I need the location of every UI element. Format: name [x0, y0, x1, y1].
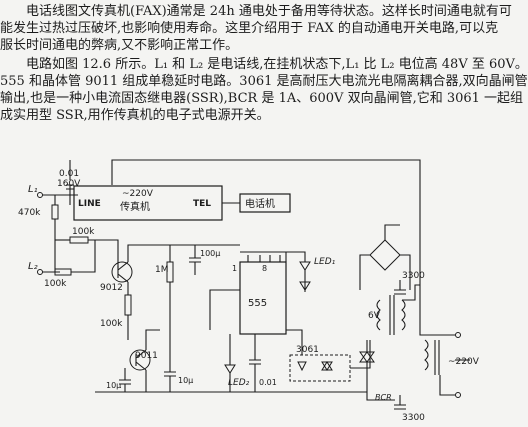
wire [88, 239, 119, 268]
label-pin-1: 1 [232, 264, 237, 273]
output-terminal-b [455, 392, 461, 398]
resistor-100k-base [69, 236, 89, 244]
wire [439, 375, 455, 396]
opto-3061 [289, 354, 351, 382]
wire [366, 340, 395, 401]
label-v-220v: ~220V [448, 357, 480, 367]
label-r-470k: 470k [18, 208, 41, 218]
led1-diode [299, 261, 311, 271]
label-l1: L₁ [28, 184, 38, 195]
label-telephone: 电话机 [245, 197, 275, 210]
label-ic-555: 555 [248, 298, 267, 309]
label-pin-8: 8 [262, 264, 267, 273]
opto-triac [321, 361, 333, 371]
label-fax-220v: ~220V [122, 189, 154, 199]
bcr-triac [359, 351, 375, 363]
label-bcr: BCR [375, 393, 392, 402]
label-led2: LED₂ [228, 378, 250, 388]
capacitor-3300-top [394, 280, 406, 295]
label-cap-001: 0.01 [59, 169, 79, 179]
label-cap-160v: 160V [57, 179, 81, 189]
bridge-rectifier [369, 239, 401, 271]
label-r-100k-bottom: 100k [44, 279, 67, 289]
label-r-1m: 1M [155, 265, 169, 275]
wire [350, 340, 371, 369]
label-cap-100u: 100μ [200, 249, 220, 258]
wire [286, 329, 303, 355]
wire [286, 251, 306, 262]
telephone-box [239, 193, 291, 213]
led2-diode [224, 364, 236, 374]
circuit-schematic: 0.01 160V 470k L₁ L₂ 100k 100k ~220V LIN… [18, 159, 480, 423]
output-coil [424, 339, 440, 375]
resistor-470k [51, 204, 59, 220]
wire [419, 240, 455, 336]
paragraph-line: 服长时间通电的弊病,又不影响正常工作。 [0, 38, 239, 53]
capacitor-001 [66, 184, 74, 205]
transformer-6v [376, 295, 406, 335]
wire [135, 349, 147, 371]
wire [240, 251, 287, 262]
capacitor-10u-a [119, 368, 131, 392]
label-l2: L₂ [28, 261, 38, 272]
label-opto-3061: 3061 [296, 345, 319, 355]
paragraph-line: 能发生过热过压破坏,也影响使用寿命。这里介绍用于 FAX 的自动通电开关电路,可… [0, 21, 499, 36]
capacitor-001-b [249, 334, 261, 392]
label-v-6v: 6V [368, 311, 381, 321]
output-terminal-a [455, 332, 461, 338]
resistor-100k-mid [124, 294, 132, 316]
paragraph-line: 电路如图 12.6 所示。L₁ 和 L₂ 是电话线,在挂机状态下,L₁ 比 L₂… [0, 57, 528, 72]
wire [359, 254, 411, 290]
label-r-100k-base: 100k [72, 227, 95, 237]
paragraph-line: 输出,也是一种小电流固态继电器(SSR),BCR 是 1A、600V 双向晶闸管… [0, 91, 524, 106]
label-led1: LED₁ [314, 257, 336, 267]
wire [402, 284, 420, 301]
paragraph-line: 555 和晶体管 9011 组成单稳延时电路。3061 是高耐压大电流光电隔离耦… [0, 74, 528, 89]
led1-diode-b [299, 281, 311, 291]
paragraph-line: 成实用型 SSR,用作传真机的电子式电源开关。 [0, 108, 270, 123]
wire [127, 244, 240, 262]
label-cap-3300-bottom: 3300 [402, 413, 425, 423]
label-cap-10u-a: 10μ [106, 381, 121, 390]
wire [117, 261, 129, 283]
ic-555 [239, 261, 287, 335]
l2-terminal [37, 269, 43, 275]
wire [71, 239, 100, 273]
opto-led [297, 361, 307, 372]
label-q-9012: 9012 [100, 283, 123, 293]
l1-terminal [37, 192, 43, 198]
capacitor-10u-b [164, 360, 176, 392]
label-fax-line: LINE [78, 199, 101, 209]
wire [209, 289, 240, 330]
paragraph-line: 电话线图文传真机(FAX)通常是 24h 通电处于备用等待状态。这样长时间通电就… [0, 4, 512, 19]
label-q-9011: 9011 [135, 351, 158, 361]
label-fax-name: 传真机 [120, 200, 150, 213]
wire [384, 224, 400, 240]
label-cap-001-b: 0.01 [259, 378, 277, 387]
wire [247, 255, 281, 262]
wire [145, 329, 160, 350]
transistor-9012 [111, 261, 133, 283]
label-r-100k-mid: 100k [100, 319, 123, 329]
transistor-9011 [129, 349, 151, 371]
wire [111, 159, 421, 240]
label-cap-3300-top: 3300 [402, 271, 425, 281]
label-cap-10u-b: 10μ [178, 376, 193, 385]
capacitor-3300-bottom [394, 395, 406, 410]
capacitor-100u [189, 245, 201, 275]
label-fax-tel: TEL [193, 199, 211, 209]
